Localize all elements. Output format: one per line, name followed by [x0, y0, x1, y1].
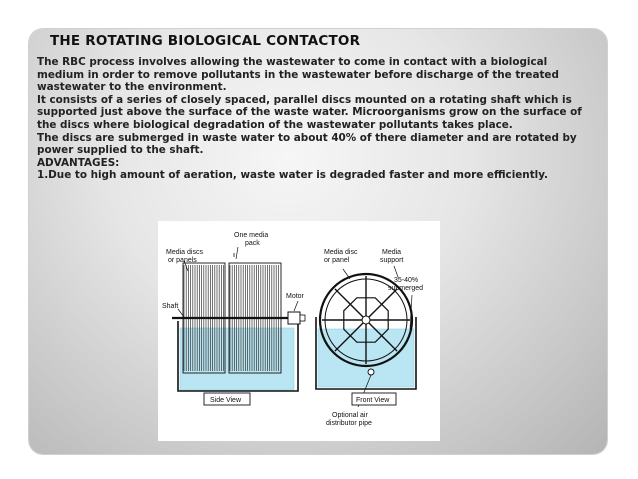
air-distributor-pipe-icon [367, 368, 375, 376]
label-motor: Motor [286, 293, 305, 300]
disc-spoke [368, 288, 398, 318]
paragraph-intro: The RBC process involves allowing the wa… [37, 56, 559, 94]
label-media-discs-2: or panels [168, 257, 197, 264]
front-view-tank [315, 317, 417, 390]
slide-body: The RBC process involves allowing the wa… [37, 56, 597, 182]
disc-hub [361, 315, 371, 325]
disc-leader [342, 268, 351, 280]
label-submerged-2: submerged [388, 285, 423, 292]
motor-coupling [299, 314, 306, 322]
front-view-disc [318, 272, 414, 368]
label-submerged-1: 35-40% [394, 277, 418, 284]
side-view-caption: Side View [210, 397, 242, 404]
label-one-media-pack-2: pack [245, 240, 260, 247]
rbc-diagram-svg: Media discs or panels One media pack Sha… [162, 232, 423, 427]
label-media-disc-2: or panel [324, 257, 350, 264]
disc-frame [343, 297, 389, 343]
slide-title: THE ROTATING BIOLOGICAL CONTACTOR [50, 33, 361, 49]
paragraph-submersion: The discs are submerged in waste water t… [37, 131, 577, 157]
rbc-diagram: Media discs or panels One media pack Sha… [158, 221, 440, 441]
label-air-pipe-1: Optional air [332, 412, 368, 419]
side-view-tank [177, 321, 299, 392]
disc-spoke [368, 322, 398, 352]
label-shaft: Shaft [162, 303, 178, 310]
front-view-caption-box [351, 392, 397, 406]
discs-leader [183, 260, 189, 272]
submerged-leader [409, 294, 413, 330]
label-media-support-2: support [380, 257, 403, 264]
label-air-pipe-2: distributor pipe [326, 420, 372, 427]
label-media-disc-1: Media disc [324, 249, 358, 256]
label-media-discs-1: Media discs [166, 249, 203, 256]
shaft-leader [177, 308, 185, 318]
label-one-media-pack-1: One media [234, 232, 268, 239]
disc-rim [318, 272, 414, 368]
motor-icon [287, 311, 301, 325]
disc-spoke [334, 322, 364, 352]
pack-leader [235, 246, 239, 260]
side-view-caption-box [203, 392, 251, 406]
support-leader [393, 265, 399, 278]
disc-spoke [334, 288, 364, 318]
side-view-water [179, 327, 295, 391]
label-media-support-1: Media [382, 249, 401, 256]
advantage-item-1: 1.Due to high amount of aeration, waste … [37, 169, 548, 182]
front-view-caption: Front View [356, 397, 390, 404]
motor-leader [293, 300, 299, 312]
paragraph-description: It consists of a series of closely space… [37, 93, 582, 131]
advantages-heading: ADVANTAGES: [37, 156, 120, 169]
